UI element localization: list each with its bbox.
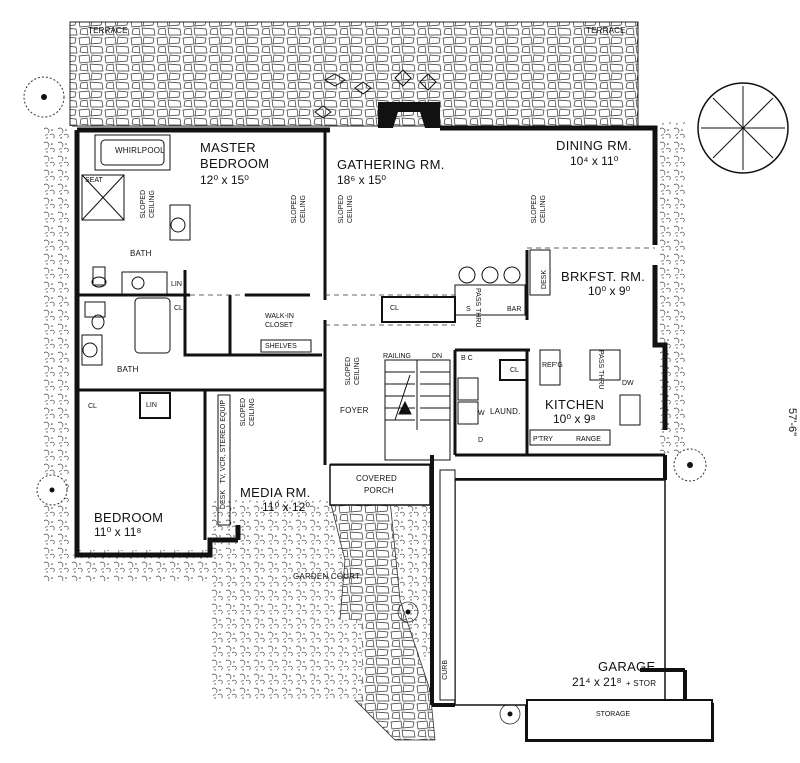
breakfast-room-dim: 10⁰ x 9⁰ [588,284,631,298]
covered-porch-label-1: COVERED [356,474,397,483]
walk-in-label-1: WALK-IN [265,313,294,320]
kitchen-counters [454,249,641,446]
bedroom-dim: 11⁰ x 11⁸ [94,525,142,539]
media-room-dim: 11⁰ x 12⁰ [262,500,311,514]
tree-small-icon [23,76,65,118]
bath2-label: BATH [117,365,139,374]
lin1-label: LIN [171,281,182,288]
terrace-right-label: TERRACE [586,26,626,35]
sloped-ceiling-foyer-1: SLOPED [345,357,352,386]
terrace-paving [69,21,639,127]
shelves-label: SHELVES [265,343,297,350]
cl-hall-label: CL [390,305,399,312]
terrace-left-label: TERRACE [88,26,128,35]
garage-stor: + STOR [626,679,657,688]
railing-label: RAILING [383,353,412,360]
desk-breakfast-label: DESK [541,270,548,290]
bath1-label: BATH [130,249,152,258]
storage-label: STORAGE [596,711,631,718]
foyer-label: FOYER [340,406,369,415]
shrub-border-left [42,126,72,581]
garden-lower-left [212,620,362,700]
refg-label: REF'G [542,362,563,369]
covered-porch-label-2: PORCH [364,486,394,495]
garage-dim: 21⁴ x 21⁸ [572,675,622,689]
sloped-ceiling-master-2: CEILING [300,195,307,224]
dining-room-dim: 10⁴ x 11⁰ [570,154,619,168]
tree-large-icon [697,82,789,174]
garden-court-label: GARDEN COURT [293,572,361,581]
sloped-ceiling-gathering-2: CEILING [347,195,354,224]
cl-bed-label: CL [88,403,97,410]
kitchen-dim: 10⁰ x 9⁸ [553,412,596,426]
lin2-label: LIN [146,402,157,409]
bedroom-label: BEDROOM [94,510,164,525]
sloped-ceiling-bath-2: CEILING [149,190,156,219]
fireplace [378,102,440,128]
tv-equip-label: TV, VCR, STEREO EQUIP [220,400,227,484]
sloped-ceiling-bath-1: SLOPED [140,190,147,219]
dining-room-label: DINING RM. [556,138,632,153]
plant-icon-court [397,601,419,623]
sloped-ceiling-dining-1: SLOPED [531,195,538,224]
desk-media-label: DESK [220,490,227,510]
garage-curb [439,469,456,701]
laundry-fixtures [457,377,479,425]
dw-label: DW [622,380,634,387]
gathering-room-label: GATHERING RM. [337,157,445,172]
sink-s-label: S [466,306,471,313]
plant-icon-bottom [499,703,521,725]
whirlpool-label: WHIRLPOOL [115,146,165,155]
pantry-label: P'TRY [533,436,553,443]
media-equip-counter [217,394,231,526]
planter-icons [314,69,437,119]
stair [384,359,451,461]
stair-dn-label: DN [432,353,443,360]
laundry-label: LAUND. [490,407,521,416]
storage-area [526,699,713,741]
bar-label: BAR [507,306,522,313]
walk-in-shelves [260,339,312,353]
garage-floor [454,479,666,706]
bc-label: B C [461,355,473,362]
bath-fixtures [81,134,191,366]
curb-label: CURB [442,660,449,680]
room-divider-lines [190,247,655,326]
master-bedroom-label-2: BEDROOM [200,156,270,171]
gathering-room-dim: 18⁶ x 15⁰ [337,173,387,187]
sloped-ceiling-gathering-1: SLOPED [338,195,345,224]
breakfast-room-label: BRKFST. RM. [561,269,646,284]
master-bedroom-label-1: MASTER [200,140,256,155]
garage-label: GARAGE [598,659,656,674]
sloped-ceiling-foyer-2: CEILING [354,357,361,386]
sloped-ceiling-master-1: SLOPED [291,195,298,224]
shrub-icon-left [36,474,68,506]
sloped-ceiling-dining-2: CEILING [540,195,547,224]
pass-thru-kitchen-label: PASS THRU [597,350,604,390]
exterior-walls [74,125,668,558]
dryer-label: D [478,437,484,444]
sloped-ceiling-media-1: SLOPED [240,398,247,427]
walk-in-label-2: CLOSET [265,322,294,329]
pass-thru-bar-label: PASS THRU [474,288,481,328]
master-bedroom-dim: 12⁰ x 15⁰ [200,173,249,187]
closets [139,296,528,419]
shrub-icon-right [673,448,707,482]
sloped-ceiling-media-2: CEILING [249,398,256,427]
media-room-label: MEDIA RM. [240,485,311,500]
seat-label: SEAT [85,177,103,184]
cl-bath-label: CL [174,305,183,312]
range-label: RANGE [576,436,601,443]
washer-label: W [478,410,485,417]
overall-dimension-label: 57'-6" [786,408,798,437]
covered-porch [329,464,431,506]
cl-kitchen-label: CL [510,367,519,374]
kitchen-label: KITCHEN [545,397,605,412]
